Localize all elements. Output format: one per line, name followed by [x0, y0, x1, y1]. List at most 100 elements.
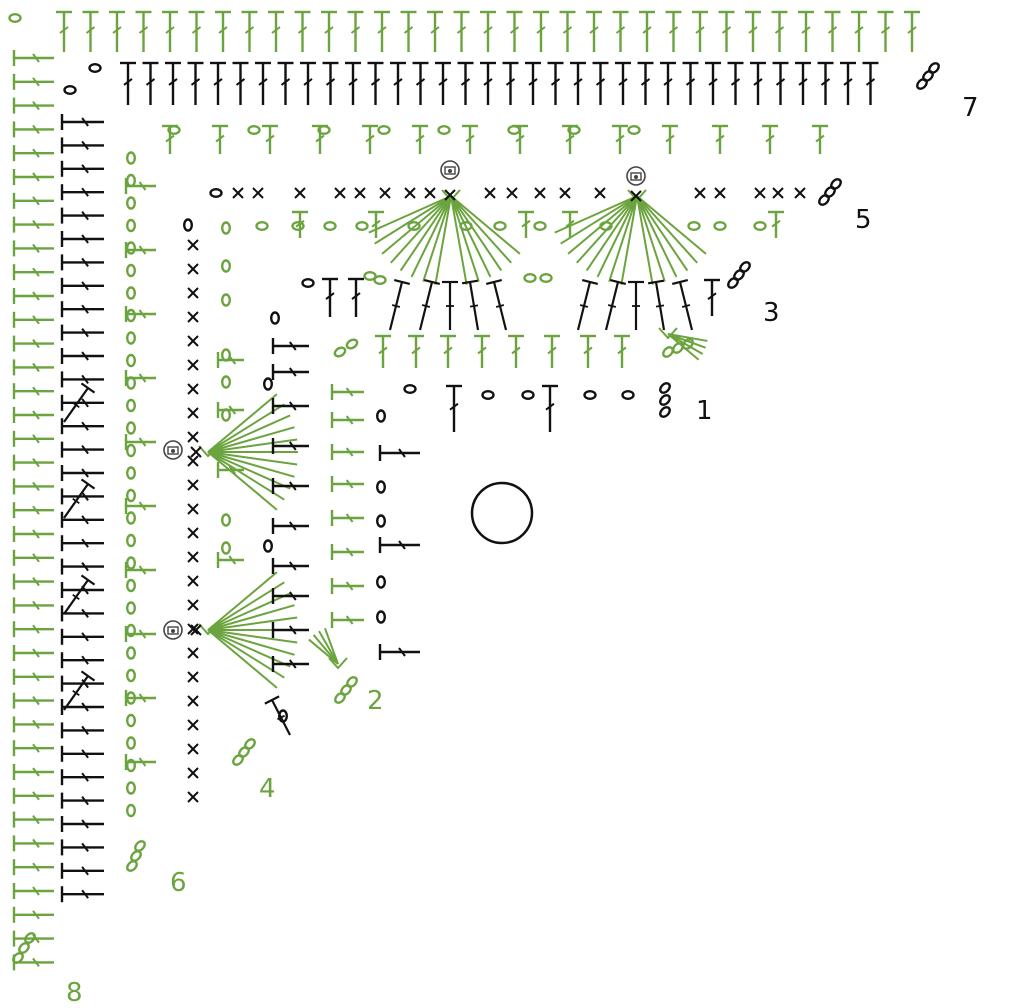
double-crochet-icon: [124, 562, 156, 578]
chain-stitch-icon: [291, 220, 305, 231]
double-crochet-icon: [512, 124, 528, 154]
double-crochet-icon: [82, 10, 99, 52]
single-crochet-icon: [187, 599, 199, 611]
double-crochet-icon: [60, 769, 104, 786]
chain-stitch-icon: [220, 293, 231, 307]
double-crochet-icon: [12, 668, 54, 685]
chain-stitch-icon: [125, 578, 136, 593]
double-crochet-icon: [271, 398, 309, 414]
double-crochet-icon: [12, 50, 54, 66]
chain-stitch-icon: [377, 124, 391, 135]
chain-stitch-icon: [375, 409, 386, 423]
chain-stitch-icon: [134, 840, 146, 852]
double-crochet-icon: [162, 124, 178, 154]
double-crochet-icon: [60, 254, 104, 271]
chain-stitch-icon: [125, 443, 136, 458]
single-crochet-icon: [694, 187, 706, 199]
double-crochet-icon: [271, 338, 309, 354]
shell-of-doubles-icon: [198, 571, 298, 689]
double-crochet-icon: [124, 690, 156, 706]
single-crochet-icon: [534, 187, 546, 199]
double-crochet-icon: [56, 10, 72, 52]
chain-stitch-icon: [125, 421, 136, 435]
double-crochet-icon: [612, 124, 628, 154]
bobble-stitch-icon: [163, 620, 183, 640]
double-crochet-icon: [330, 384, 364, 400]
chain-stitch-icon: [818, 194, 830, 206]
single-crochet-icon: [424, 187, 436, 199]
chain-stitch-icon: [125, 286, 136, 300]
double-crochet-icon: [502, 61, 519, 105]
treble-crochet-icon: [63, 574, 96, 615]
chain-stitch-icon: [523, 273, 537, 284]
round-label-7: 7: [962, 93, 979, 123]
double-crochet-icon: [271, 518, 309, 534]
double-crochet-icon: [60, 582, 104, 598]
double-crochet-icon: [435, 61, 451, 105]
black-rounds-layer: [60, 61, 940, 903]
chain-stitch-icon: [220, 375, 231, 389]
chain-stitch-icon: [125, 488, 136, 503]
single-crochet-icon: [714, 187, 726, 199]
shell-of-doubles-icon: [554, 189, 707, 285]
chain-stitch-icon: [209, 187, 223, 198]
chain-stitch-icon: [244, 738, 256, 750]
chain-stitch-icon: [125, 511, 136, 525]
chain-stitch-icon: [916, 78, 928, 90]
double-crochet-icon: [321, 10, 337, 52]
double-crochet-icon: [562, 124, 578, 154]
round-label-5: 5: [855, 205, 872, 235]
double-crochet-icon: [840, 61, 856, 105]
chain-stitch-icon: [220, 541, 231, 555]
chain-stitch-icon: [126, 241, 137, 255]
double-crochet-icon: [60, 605, 104, 622]
shell-of-doubles-icon: [658, 327, 708, 361]
single-crochet-icon: [187, 407, 199, 419]
bobble-stitch-icon: [440, 160, 460, 180]
chain-stitch-icon: [407, 220, 421, 231]
double-crochet-icon: [12, 597, 54, 614]
chain-stitch-icon: [627, 124, 641, 135]
double-crochet-icon: [851, 10, 867, 52]
single-crochet-icon: [334, 187, 346, 199]
chain-stitch-icon: [621, 390, 635, 401]
chain-stitch-icon: [125, 668, 136, 683]
chain-stitch-icon: [232, 754, 244, 766]
chain-stitch-icon: [539, 273, 553, 284]
double-crochet-icon: [60, 137, 104, 154]
double-crochet-icon: [60, 465, 104, 481]
double-crochet-icon: [518, 210, 534, 238]
double-crochet-icon: [60, 699, 104, 715]
treble-crochet-icon: [264, 695, 291, 736]
double-crochet-icon: [718, 10, 735, 52]
double-crochet-icon: [60, 348, 104, 364]
bobble-stitch-icon: [626, 166, 646, 186]
double-crochet-icon: [124, 242, 156, 258]
double-crochet-icon: [12, 811, 54, 828]
double-crochet-icon: [408, 334, 424, 368]
double-crochet-icon: [615, 61, 631, 105]
chain-stitch-icon: [373, 275, 387, 286]
chain-stitch-icon: [255, 220, 269, 231]
double-crochet-icon: [12, 240, 54, 257]
double-crochet-icon: [109, 10, 125, 52]
double-crochet-icon: [12, 407, 54, 423]
double-crochet-icon: [347, 10, 364, 52]
double-crochet-icon: [262, 124, 278, 154]
single-crochet-icon: [404, 187, 416, 199]
single-crochet-icon: [187, 263, 199, 275]
chain-stitch-icon: [63, 84, 77, 95]
double-crochet-icon: [330, 544, 364, 560]
single-crochet-icon: [754, 187, 766, 199]
single-crochet-icon: [294, 187, 306, 199]
double-crochet-icon: [390, 61, 406, 105]
green-rounds-layer: [8, 10, 920, 971]
double-crochet-icon: [368, 210, 384, 238]
chain-stitch-icon: [583, 390, 597, 401]
double-crochet-icon: [60, 652, 104, 669]
double-crochet-icon: [904, 10, 920, 52]
single-crochet-icon: [379, 187, 391, 199]
double-crochet-icon: [60, 745, 104, 762]
double-crochet-icon: [60, 886, 104, 903]
double-crochet-icon: [60, 441, 104, 458]
